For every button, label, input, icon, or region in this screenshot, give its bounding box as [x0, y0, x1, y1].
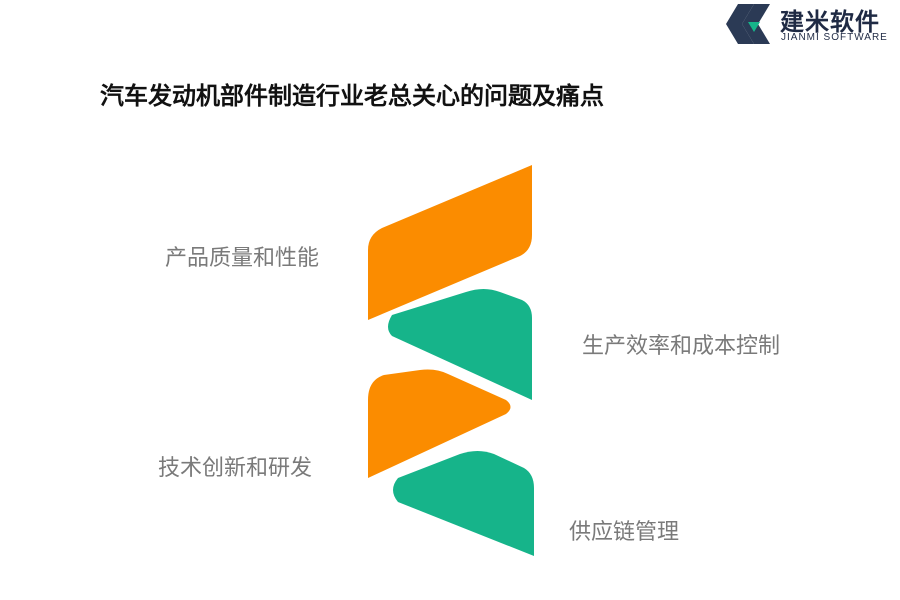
item-label-2: 生产效率和成本控制 — [582, 334, 781, 359]
item-label-3: 技术创新和研发 — [158, 456, 313, 481]
jianmi-logo-icon — [726, 4, 770, 44]
shape-4-green — [393, 451, 534, 556]
shape-1-orange — [368, 165, 532, 320]
item-label-4: 供应链管理 — [569, 520, 680, 545]
brand-logo: 建米软件 JIANMI SOFTWARE — [724, 0, 900, 48]
shape-2-green — [388, 289, 532, 400]
brand-name-en: JIANMI SOFTWARE — [781, 32, 888, 43]
shape-3-orange — [368, 369, 511, 478]
brand-name-cn: 建米软件 — [780, 8, 880, 36]
item-label-1: 产品质量和性能 — [165, 246, 320, 271]
page-title: 汽车发动机部件制造行业老总关心的问题及痛点 — [100, 81, 604, 110]
